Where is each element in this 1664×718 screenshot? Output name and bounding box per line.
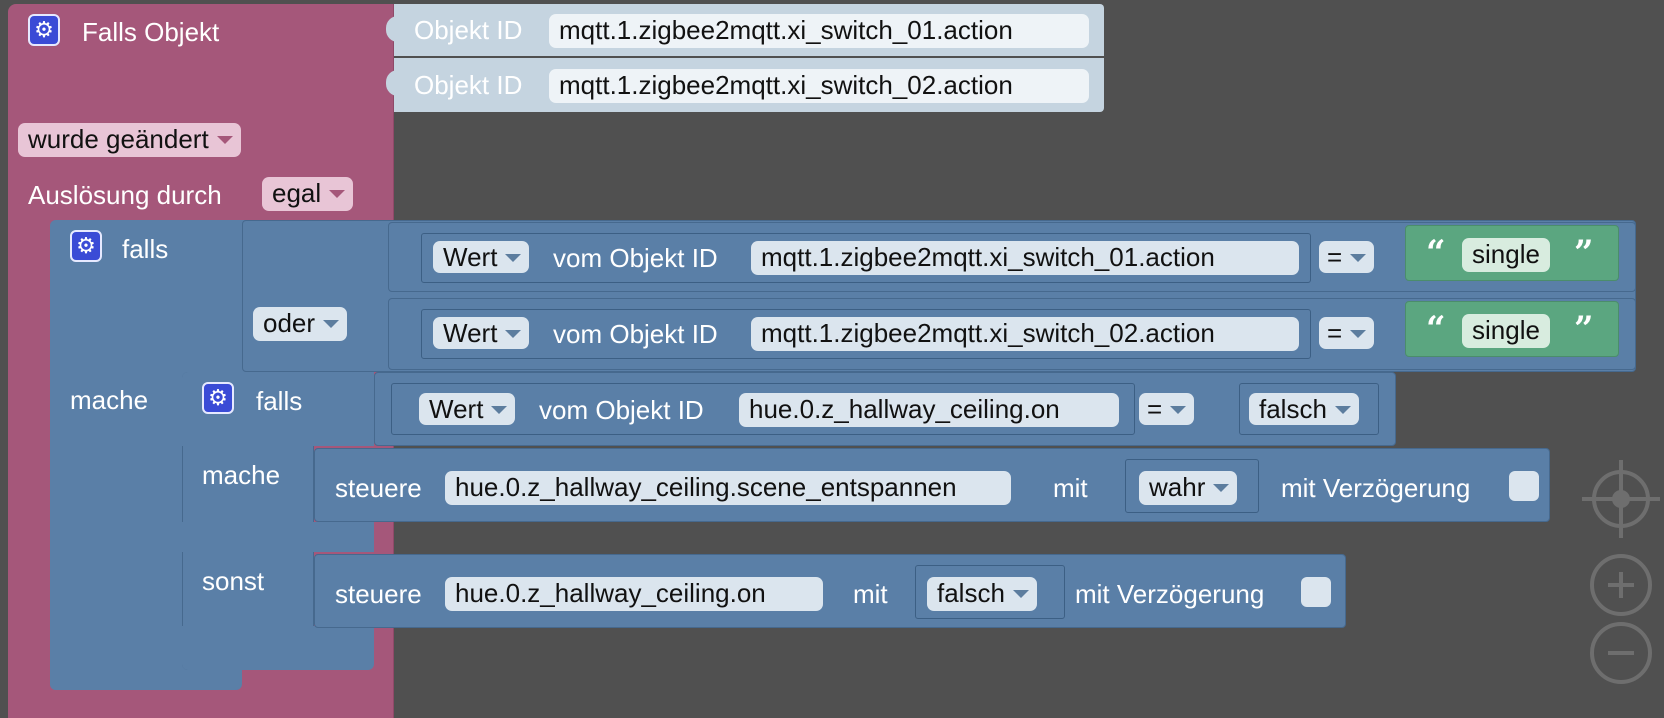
chevron-down-icon bbox=[1350, 329, 1367, 338]
delay-label: mit Verzögerung bbox=[1281, 473, 1471, 503]
boolean-value: wahr bbox=[1149, 472, 1206, 502]
trigger-by-value: egal bbox=[272, 178, 322, 208]
chevron-down-icon bbox=[1213, 483, 1230, 492]
object-id-field[interactable]: mqtt.1.zigbee2mqtt.xi_switch_02.action bbox=[751, 317, 1299, 351]
value-of-object-block[interactable] bbox=[391, 383, 1135, 435]
or-dropdown-value: oder bbox=[263, 308, 316, 338]
close-quote-icon: ” bbox=[1574, 233, 1594, 273]
crosshair-icon[interactable] bbox=[1582, 460, 1660, 538]
operator-dropdown[interactable]: = bbox=[1319, 317, 1375, 349]
if2-falls-label: falls bbox=[256, 386, 303, 416]
with-label: mit bbox=[1053, 473, 1088, 503]
or-dropdown[interactable]: oder bbox=[253, 307, 348, 341]
chevron-down-icon bbox=[323, 319, 340, 328]
trigger-title: Falls Objekt bbox=[82, 17, 220, 47]
if-else-between bbox=[182, 522, 374, 552]
boolean-dropdown[interactable]: falsch bbox=[1249, 393, 1359, 425]
value-dropdown[interactable]: Wert bbox=[433, 317, 530, 349]
delay-label: mit Verzögerung bbox=[1075, 579, 1265, 609]
if2-mache-label: mache bbox=[202, 460, 281, 490]
boolean-block[interactable] bbox=[1239, 383, 1379, 435]
if1-mache-label: mache bbox=[70, 385, 149, 415]
from-object-label: vom Objekt ID bbox=[539, 395, 704, 425]
object-id-block-1[interactable]: Objekt ID mqtt.1.zigbee2mqtt.xi_switch_0… bbox=[386, 4, 1104, 56]
zoom-in-icon[interactable] bbox=[1590, 554, 1652, 616]
operator-value: = bbox=[1327, 242, 1343, 272]
close-quote-icon: ” bbox=[1574, 309, 1594, 349]
control-block-then[interactable]: steuere hue.0.z_hallway_ceiling.scene_en… bbox=[314, 448, 1550, 522]
boolean-block[interactable] bbox=[915, 565, 1065, 619]
trigger-by-label: Auslösung durch bbox=[28, 180, 222, 210]
control-block-else[interactable]: steuere hue.0.z_hallway_ceiling.on mit f… bbox=[314, 554, 1346, 628]
operator-value: = bbox=[1147, 394, 1163, 424]
boolean-value: falsch bbox=[1259, 394, 1327, 424]
event-dropdown[interactable]: wurde geändert bbox=[18, 123, 241, 157]
value-dropdown-label: Wert bbox=[443, 318, 498, 348]
gear-icon[interactable]: ⚙ bbox=[70, 230, 102, 262]
boolean-block[interactable] bbox=[1125, 459, 1259, 513]
control-verb: steuere bbox=[335, 579, 422, 609]
boolean-dropdown[interactable]: falsch bbox=[927, 577, 1037, 611]
value-dropdown-label: Wert bbox=[429, 394, 484, 424]
object-id-field[interactable]: mqtt.1.zigbee2mqtt.xi_switch_01.action bbox=[751, 241, 1299, 275]
object-id-label: Objekt ID bbox=[414, 15, 523, 45]
object-id-field[interactable]: hue.0.z_hallway_ceiling.scene_entspannen bbox=[445, 471, 1011, 505]
compare-block-2[interactable]: Wert vom Objekt ID mqtt.1.zigbee2mqtt.xi… bbox=[388, 298, 1636, 370]
gear-icon[interactable]: ⚙ bbox=[28, 14, 60, 46]
if-else-bottom bbox=[182, 626, 374, 670]
chevron-down-icon bbox=[505, 329, 522, 338]
value-of-object-block[interactable] bbox=[421, 233, 1311, 283]
value-dropdown[interactable]: Wert bbox=[433, 241, 530, 273]
chevron-down-icon bbox=[491, 405, 508, 414]
crosshair-line-v bbox=[1619, 460, 1623, 538]
zoom-out-bar bbox=[1608, 651, 1634, 655]
chevron-down-icon bbox=[216, 135, 233, 144]
object-id-field[interactable]: mqtt.1.zigbee2mqtt.xi_switch_01.action bbox=[549, 14, 1089, 48]
zoom-out-icon[interactable] bbox=[1590, 622, 1652, 684]
from-object-label: vom Objekt ID bbox=[553, 243, 718, 273]
compare-block-3[interactable]: Wert vom Objekt ID hue.0.z_hallway_ceili… bbox=[374, 372, 1396, 446]
if2-sonst-label: sonst bbox=[202, 566, 265, 596]
if1-falls-label: falls bbox=[122, 234, 169, 264]
event-dropdown-value: wurde geändert bbox=[28, 124, 209, 154]
object-id-field[interactable]: mqtt.1.zigbee2mqtt.xi_switch_02.action bbox=[549, 69, 1089, 103]
chevron-down-icon bbox=[1334, 405, 1351, 414]
operator-dropdown[interactable]: = bbox=[1319, 241, 1375, 273]
value-of-object-block[interactable] bbox=[421, 309, 1311, 359]
open-quote-icon: “ bbox=[1426, 233, 1446, 273]
from-object-label: vom Objekt ID bbox=[553, 319, 718, 349]
value-dropdown[interactable]: Wert bbox=[419, 393, 516, 425]
object-id-field[interactable]: hue.0.z_hallway_ceiling.on bbox=[739, 393, 1119, 427]
object-id-label: Objekt ID bbox=[414, 70, 523, 100]
object-id-field[interactable]: hue.0.z_hallway_ceiling.on bbox=[445, 577, 823, 611]
chevron-down-icon bbox=[329, 189, 346, 198]
text-value-field[interactable]: single bbox=[1462, 238, 1550, 272]
delay-checkbox[interactable] bbox=[1509, 471, 1539, 501]
text-block[interactable]: “ single ” bbox=[1405, 225, 1619, 281]
text-block[interactable]: “ single ” bbox=[1405, 301, 1619, 357]
zoom-in-bar-v bbox=[1619, 572, 1623, 598]
value-dropdown-label: Wert bbox=[443, 242, 498, 272]
text-value-field[interactable]: single bbox=[1462, 314, 1550, 348]
chevron-down-icon bbox=[1170, 405, 1187, 414]
trigger-by-dropdown[interactable]: egal bbox=[262, 177, 354, 211]
chevron-down-icon bbox=[505, 253, 522, 262]
control-verb: steuere bbox=[335, 473, 422, 503]
with-label: mit bbox=[853, 579, 888, 609]
gear-icon[interactable]: ⚙ bbox=[202, 382, 234, 414]
delay-checkbox[interactable] bbox=[1301, 577, 1331, 607]
object-id-block-2[interactable]: Objekt ID mqtt.1.zigbee2mqtt.xi_switch_0… bbox=[386, 58, 1104, 112]
open-quote-icon: “ bbox=[1426, 309, 1446, 349]
chevron-down-icon bbox=[1012, 589, 1029, 598]
boolean-value: falsch bbox=[937, 578, 1005, 608]
operator-dropdown[interactable]: = bbox=[1139, 393, 1195, 425]
compare-block-1[interactable]: Wert vom Objekt ID mqtt.1.zigbee2mqtt.xi… bbox=[388, 222, 1636, 292]
boolean-dropdown[interactable]: wahr bbox=[1139, 471, 1238, 505]
chevron-down-icon bbox=[1350, 253, 1367, 262]
operator-value: = bbox=[1327, 318, 1343, 348]
